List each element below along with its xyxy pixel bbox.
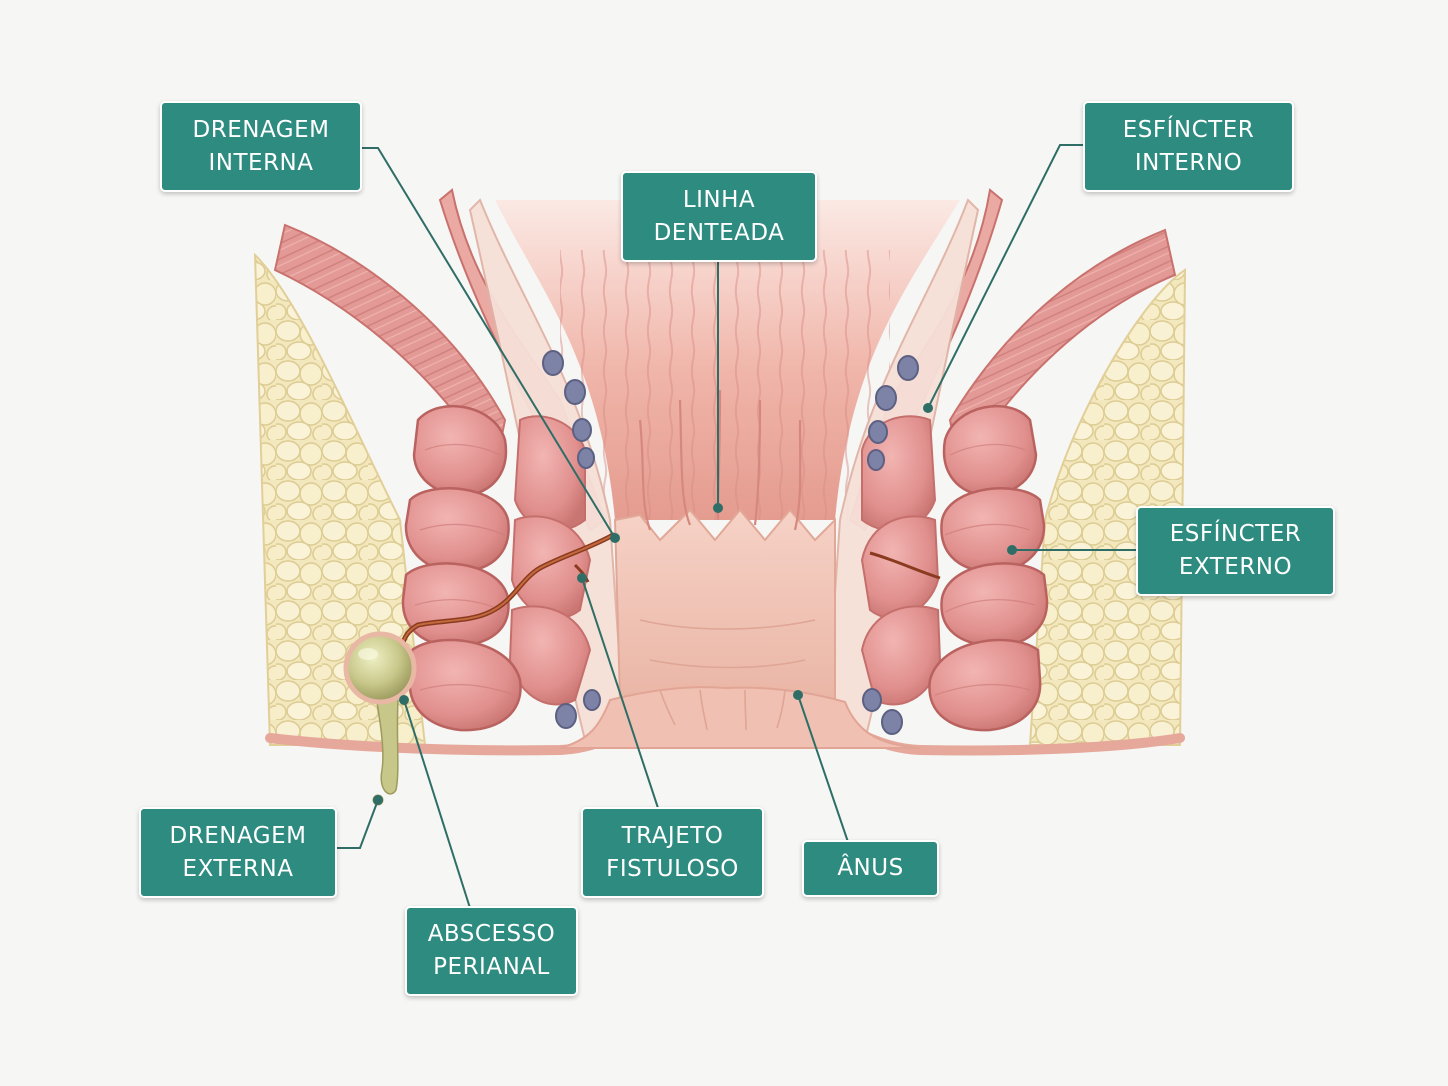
label-trajeto-fistuloso: TRAJETO FISTULOSO xyxy=(581,807,764,898)
label-esfincter-interno-line2: INTERNO xyxy=(1134,149,1243,176)
external-sphincter-right xyxy=(928,405,1049,732)
label-abscesso-perianal-line1: ABSCESSO xyxy=(427,921,556,947)
abscess-drip xyxy=(374,688,399,795)
label-anus: ÂNUS xyxy=(802,840,939,897)
label-esfincter-interno: ESFÍNCTER INTERNO xyxy=(1083,101,1294,192)
inner-muscle-right xyxy=(860,415,942,706)
fat-right xyxy=(1028,268,1187,746)
label-drenagem-interna-line2: INTERNA xyxy=(208,149,314,176)
label-trajeto-fistuloso-line2: FISTULOSO xyxy=(606,855,739,882)
inner-muscle-left xyxy=(508,415,592,706)
label-drenagem-interna: DRENAGEM INTERNA xyxy=(160,101,362,192)
label-abscesso-perianal: ABSCESSO PERIANAL xyxy=(405,906,578,996)
fistula-tract-right xyxy=(869,551,941,580)
label-esfincter-interno-line1: ESFÍNCTER xyxy=(1122,116,1255,143)
external-sphincter-left xyxy=(401,405,522,732)
anal-canal xyxy=(613,508,836,702)
label-drenagem-interna-line1: DRENAGEM xyxy=(192,116,330,143)
label-anus-line1: ÂNUS xyxy=(837,855,904,881)
label-drenagem-externa-line2: EXTERNA xyxy=(182,855,294,882)
label-drenagem-externa-line1: DRENAGEM xyxy=(169,822,307,849)
label-esfincter-externo-line1: ESFÍNCTER xyxy=(1169,521,1302,547)
label-esfincter-externo-line2: EXTERNO xyxy=(1178,554,1293,580)
leader-lines xyxy=(335,144,1138,909)
fat-left xyxy=(253,252,427,746)
label-abscesso-perianal-line2: PERIANAL xyxy=(433,954,550,980)
label-linha-denteada: LINHA DENTEADA xyxy=(621,171,817,262)
abscess xyxy=(343,631,417,705)
label-linha-denteada-line2: DENTEADA xyxy=(653,219,785,246)
label-linha-denteada-line1: LINHA xyxy=(682,186,756,213)
label-drenagem-externa: DRENAGEM EXTERNA xyxy=(139,807,337,898)
leader-dots xyxy=(373,403,1017,805)
label-trajeto-fistuloso-line1: TRAJETO xyxy=(621,822,724,849)
label-esfincter-externo: ESFÍNCTER EXTERNO xyxy=(1136,506,1335,596)
vessels xyxy=(542,350,919,735)
